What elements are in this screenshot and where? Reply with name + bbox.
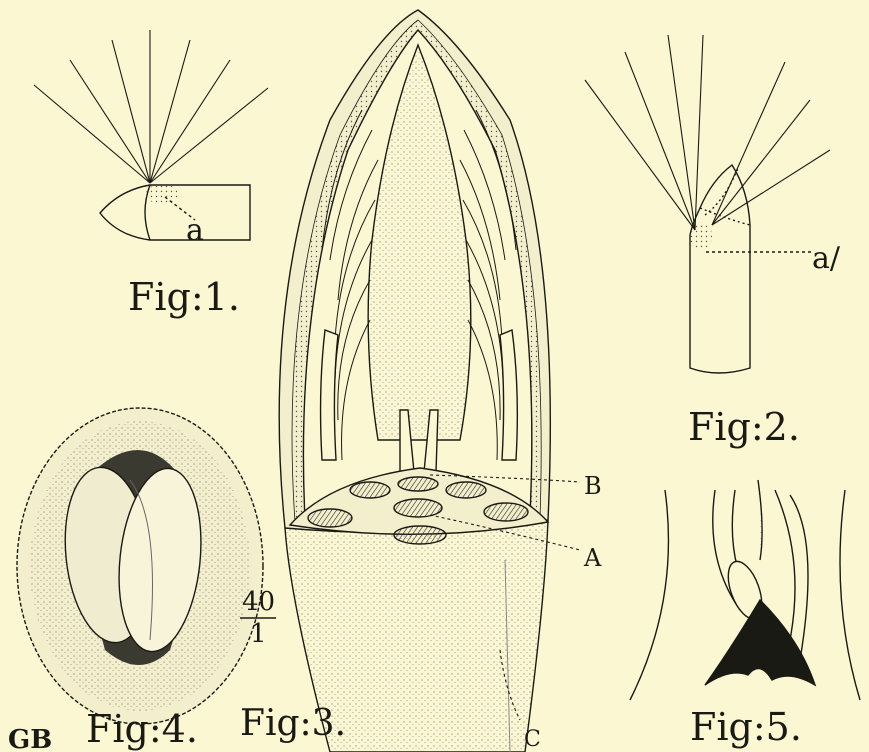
figure-5 [630, 480, 860, 700]
fig3-label-B: B [584, 472, 602, 500]
fig2-rays [585, 35, 830, 230]
fig5-caption: Fig:5. [690, 705, 802, 749]
figure-2 [585, 35, 830, 373]
fig1-caption: Fig:1. [128, 275, 240, 319]
fig2-label-a: a/ [812, 241, 841, 276]
fig3-label-C: C [524, 727, 541, 752]
fig1-rays [34, 30, 268, 183]
fig4-magnification-bottom: 1 [250, 619, 267, 649]
fig3-scar [350, 482, 390, 498]
fig5-left-wall [630, 490, 668, 700]
fig3-scar [484, 503, 528, 521]
fig3-label-A: A [583, 544, 602, 572]
artist-signature: GB [8, 725, 52, 752]
figure-3 [279, 10, 580, 752]
fig5-dark-cavity [705, 600, 815, 685]
figure-1 [34, 30, 268, 240]
fig3-caption: Fig:3. [240, 703, 346, 744]
fig3-scar [394, 499, 442, 517]
figure-4 [17, 408, 263, 724]
fig1-stippled-area [146, 184, 178, 204]
fig5-right-sepal-inner [775, 490, 795, 640]
fig2-stippled-area [688, 222, 712, 250]
fig4-caption: Fig:4. [86, 707, 198, 751]
fig3-scar [308, 509, 352, 527]
fig2-organ-outline [690, 165, 750, 373]
fig1-label-a: a [186, 213, 204, 248]
fig3-scar [394, 526, 446, 544]
fig5-centre-column [758, 480, 762, 560]
fig3-scar [398, 477, 438, 491]
fig4-magnification-top: 40 [242, 587, 275, 617]
fig5-right-sepal [790, 495, 808, 660]
fig5-right-wall [840, 490, 860, 700]
fig2-caption: Fig:2. [688, 405, 800, 449]
fig3-scar [446, 482, 486, 498]
